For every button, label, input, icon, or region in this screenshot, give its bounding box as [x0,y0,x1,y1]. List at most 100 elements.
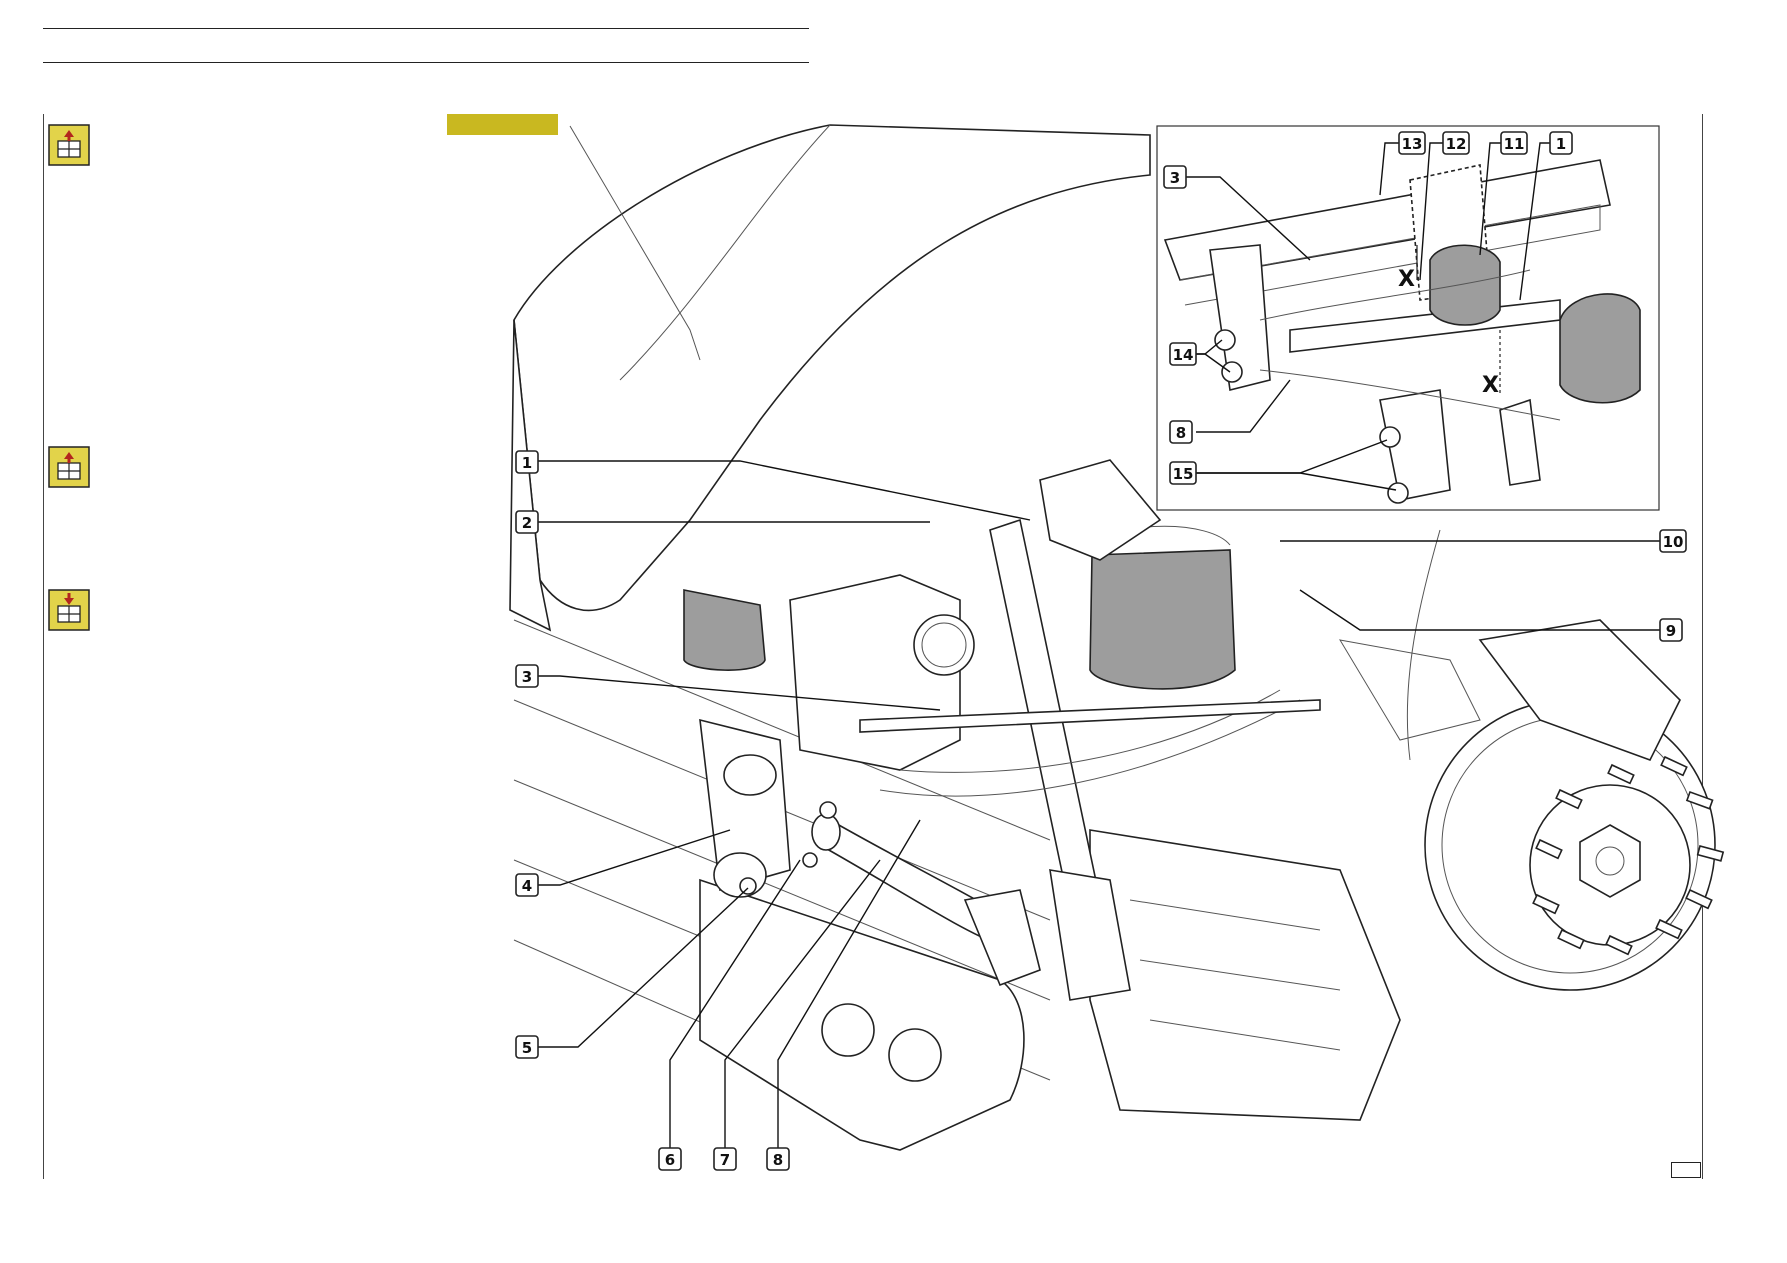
callout-5: 5 [515,1035,539,1059]
leader-inset-12 [1419,142,1443,281]
bolt-6 [802,852,818,868]
tie-rod-2 [899,689,1281,773]
svg-text:9: 9 [1666,622,1676,640]
housing-port [913,614,975,676]
leader-9 [1299,589,1660,631]
leader-3 [538,675,941,711]
callout-inset-12: 12 [1442,131,1470,155]
inset-bellows-centre [1429,244,1501,326]
bolt-5 [739,877,757,895]
brake-pipe [1406,529,1441,761]
svg-text:7: 7 [720,1151,730,1169]
wheel-studs [1532,755,1725,956]
svg-text:12: 12 [1446,135,1467,153]
leader-5 [538,887,749,1048]
header-rule-top [43,28,809,29]
callout-10: 10 [1659,529,1687,553]
leader-inset-11 [1479,142,1501,256]
svg-text:10: 10 [1663,533,1684,551]
svg-text:13: 13 [1402,135,1423,153]
figure-tab [447,114,558,135]
bracket-housing [1089,829,1401,1121]
callout-7: 7 [713,1147,737,1171]
callout-inset-8: 8 [1169,420,1193,444]
chassis-rail-3 [513,779,1051,1001]
knuckle [1339,639,1481,741]
tie-rod [879,699,1301,797]
leader-inset-15b [1196,472,1397,491]
bolt-upper [819,801,837,819]
callout-inset-14: 14 [1169,342,1197,366]
callout-inset-15: 15 [1169,461,1197,485]
svg-text:5: 5 [522,1039,532,1057]
inset-rod [1259,269,1531,321]
svg-text:1: 1 [522,454,532,472]
callout-2: 2 [515,510,539,534]
air-bellows-right [1089,549,1236,690]
hub-nut [1579,824,1641,898]
svg-text:3: 3 [1170,169,1180,187]
link-rod [859,699,1321,733]
bushing-lower [713,852,767,898]
callout-8: 8 [766,1147,790,1171]
svg-text:14: 14 [1173,346,1194,364]
svg-text:1: 1 [1556,135,1566,153]
right-frame-line [1702,114,1703,1179]
refitting-icon [48,589,90,631]
leader-4 [538,829,731,886]
inset-x-upper: X [1398,267,1415,292]
bushing-upper [723,754,777,796]
hub-center [1595,846,1625,876]
leader-inset-8 [1196,379,1291,433]
bumper-hole-1 [821,1003,875,1057]
left-frame-line [43,114,44,1179]
upper-arm [1039,459,1162,561]
svg-text:4: 4 [522,877,532,895]
svg-text:6: 6 [665,1151,675,1169]
removal-icon [48,446,90,488]
bumper-hole-2 [888,1028,942,1082]
inset-bellows-right [1559,293,1641,404]
leader-lines [538,142,1660,1158]
svg-text:11: 11 [1504,135,1525,153]
inset-bushing-15b [1387,482,1409,504]
inset-bushing-15a [1379,426,1401,448]
callout-3: 3 [515,664,539,688]
svg-text:2: 2 [522,514,532,532]
callout-4: 4 [515,873,539,897]
leader-inset-3 [1186,176,1311,261]
inset-bushing-14b [1221,361,1243,383]
inset-x-lower: X [1482,373,1499,398]
inset-arm [1499,398,1541,486]
air-bellows-left [683,589,766,671]
callout-inset-3: 3 [1163,165,1187,189]
housing-port-inner [921,622,967,668]
inset-bushing-14a [1214,329,1236,351]
inset-view: X X [1156,125,1660,511]
svg-text:8: 8 [773,1151,783,1169]
bar-end [811,813,841,851]
leader-6 [669,859,801,1158]
page-number-box [1671,1162,1701,1178]
leader-8 [777,819,921,1158]
inset-rod-2 [1259,369,1561,421]
inset-frame-rail-lower [1179,204,1601,306]
header-rule-bottom [43,62,809,63]
svg-text:8: 8 [1176,424,1186,442]
callout-1: 1 [515,450,539,474]
caliper [1478,619,1681,761]
callout-9: 9 [1659,618,1683,642]
front-panel [509,319,552,632]
bracket-ribs [1129,899,1341,1051]
leader-inset-1 [1519,142,1550,301]
chassis-rail-1 [513,619,1051,841]
svg-text:3: 3 [522,668,532,686]
leader-inset-13 [1379,142,1399,196]
callout-inset-13: 13 [1398,131,1426,155]
bracket-plate [1049,869,1131,1001]
leader-inset-14b [1196,353,1231,373]
callout-inset-11: 11 [1500,131,1528,155]
clamp-bracket [963,889,1041,987]
removal-icon [48,124,90,166]
